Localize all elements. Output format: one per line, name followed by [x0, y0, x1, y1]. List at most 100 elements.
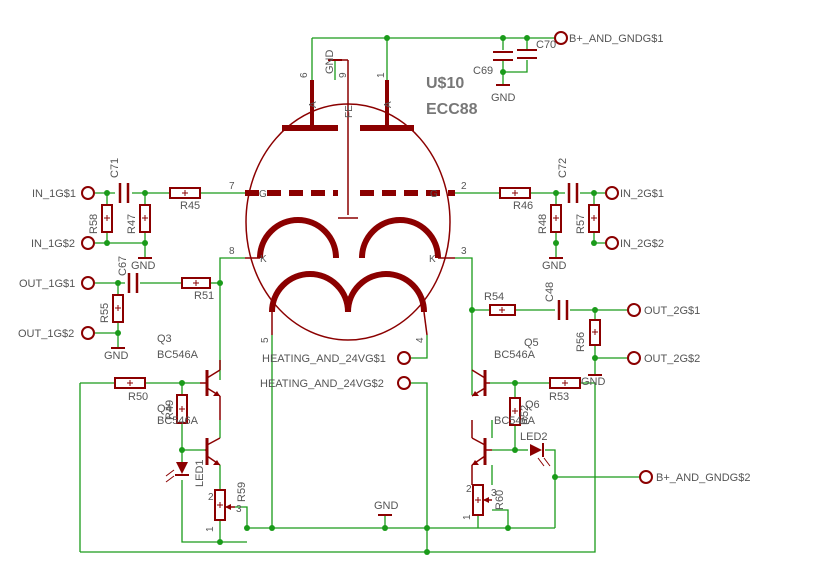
capacitor-c48 — [557, 300, 569, 320]
capacitor-c67 — [127, 273, 139, 293]
resistor-r52 — [509, 397, 521, 426]
pin-5: 5 — [260, 337, 271, 343]
r59-pin-2: 2 — [208, 492, 214, 503]
pin-4: 4 — [415, 337, 426, 343]
pin-7: 7 — [229, 181, 235, 192]
label-led1: LED1 — [194, 459, 206, 487]
label-c72: C72 — [557, 158, 569, 178]
pin-3: 3 — [461, 246, 467, 257]
connector-heat1: HEATING_AND_24VG$1 — [262, 353, 386, 365]
ground-label-c69: GND — [491, 92, 516, 104]
connector-in2g1: IN_2G$1 — [620, 188, 664, 200]
label-r50: R50 — [128, 391, 148, 403]
connector-out1g2: OUT_1G$2 — [18, 328, 74, 340]
connector-in1g1: IN_1G$1 — [32, 188, 76, 200]
label-r57: R57 — [575, 214, 587, 234]
connector-bplus1: B+_AND_GNDG$1 — [569, 33, 663, 45]
transistor-q4 — [205, 437, 221, 466]
label-r59: R59 — [236, 482, 248, 502]
value-q5: BC546A — [494, 349, 536, 361]
resistor-r54 — [489, 304, 516, 316]
value-q3: BC546A — [157, 349, 199, 361]
cathode2-label: K — [429, 254, 436, 265]
pin-9: 9 — [338, 72, 349, 78]
tube-value: ECC88 — [426, 101, 478, 118]
label-r45: R45 — [180, 200, 200, 212]
resistor-r48 — [550, 204, 562, 233]
ground-label-bottom: GND — [374, 500, 399, 512]
label-r58: R58 — [88, 214, 100, 234]
label-r54: R54 — [484, 291, 504, 303]
transistor-q5 — [471, 369, 490, 397]
tube-ecc88 — [245, 59, 455, 341]
fe-label: FE — [344, 105, 355, 118]
pin-6: 6 — [299, 72, 310, 78]
anode2-label: A — [383, 101, 394, 108]
label-c69: C69 — [473, 65, 493, 77]
r60-pin-2: 2 — [466, 484, 472, 495]
label-r51: R51 — [194, 290, 214, 302]
resistor-r50 — [114, 377, 146, 389]
pin-2: 2 — [461, 181, 467, 192]
transistor-q6 — [471, 420, 492, 485]
value-q6: BC546A — [494, 415, 536, 427]
label-r56: R56 — [575, 332, 587, 352]
resistor-r47 — [139, 204, 151, 233]
connector-out1g1: OUT_1G$1 — [19, 278, 75, 290]
r60-pin-1: 1 — [462, 514, 473, 520]
resistor-r51 — [181, 277, 211, 289]
resistor-r55 — [112, 294, 124, 323]
ground-label-in2: GND — [542, 260, 567, 272]
label-r52: R52 — [519, 405, 531, 425]
label-q6: Q6 — [525, 399, 540, 411]
cathode1-label: K — [260, 254, 267, 265]
capacitor-c69 — [493, 51, 513, 61]
label-q5: Q5 — [524, 337, 539, 349]
connector-bplus2: B+_AND_GNDG$2 — [656, 472, 750, 484]
transistor-q3 — [200, 360, 221, 420]
connector-out2g2: OUT_2G$2 — [644, 353, 700, 365]
ground-symbols — [111, 59, 602, 516]
resistor-r53 — [549, 377, 581, 389]
led1 — [165, 462, 189, 483]
ground-label-out2: GND — [581, 376, 606, 388]
resistor-r58 — [101, 204, 113, 233]
label-r60: R60 — [494, 490, 506, 510]
r60-pin-3: 3 — [491, 488, 497, 499]
junctions — [104, 35, 598, 555]
capacitor-c70 — [517, 49, 537, 59]
tube-name: U$10 — [426, 75, 464, 92]
capacitor-c71 — [118, 183, 130, 203]
label-q4: Q4 — [157, 403, 172, 415]
pin-8: 8 — [229, 246, 235, 257]
anode1-label: A — [308, 101, 319, 108]
label-c48: C48 — [544, 282, 556, 302]
r59-pin-3: 3 — [236, 504, 242, 515]
grid1-label: G — [259, 189, 267, 200]
label-r55: R55 — [99, 303, 111, 323]
label-c67: C67 — [117, 256, 129, 276]
label-led2: LED2 — [520, 431, 548, 443]
wires — [79, 37, 640, 553]
capacitor-c72 — [567, 183, 579, 203]
connector-in1g2: IN_1G$2 — [31, 238, 75, 250]
grid2-label: G — [430, 189, 438, 200]
ground-label-out1: GND — [104, 350, 129, 362]
label-r48: R48 — [537, 214, 549, 234]
potentiometer-r59 — [214, 489, 235, 521]
resistor-r56 — [589, 319, 601, 346]
label-r53: R53 — [549, 391, 569, 403]
pin-1: 1 — [376, 72, 387, 78]
led2 — [530, 443, 551, 467]
label-q3: Q3 — [157, 333, 172, 345]
ground-label-top: GND — [324, 50, 336, 75]
label-r46: R46 — [513, 200, 533, 212]
connector-in2g2: IN_2G$2 — [620, 238, 664, 250]
r59-pin-1: 1 — [205, 526, 216, 532]
label-c71: C71 — [109, 158, 121, 178]
ground-label-in1: GND — [131, 260, 156, 272]
label-r49: R49 — [164, 400, 176, 420]
connector-heat2: HEATING_AND_24VG$2 — [260, 378, 384, 390]
resistor-r57 — [588, 204, 600, 233]
label-r47: R47 — [126, 214, 138, 234]
